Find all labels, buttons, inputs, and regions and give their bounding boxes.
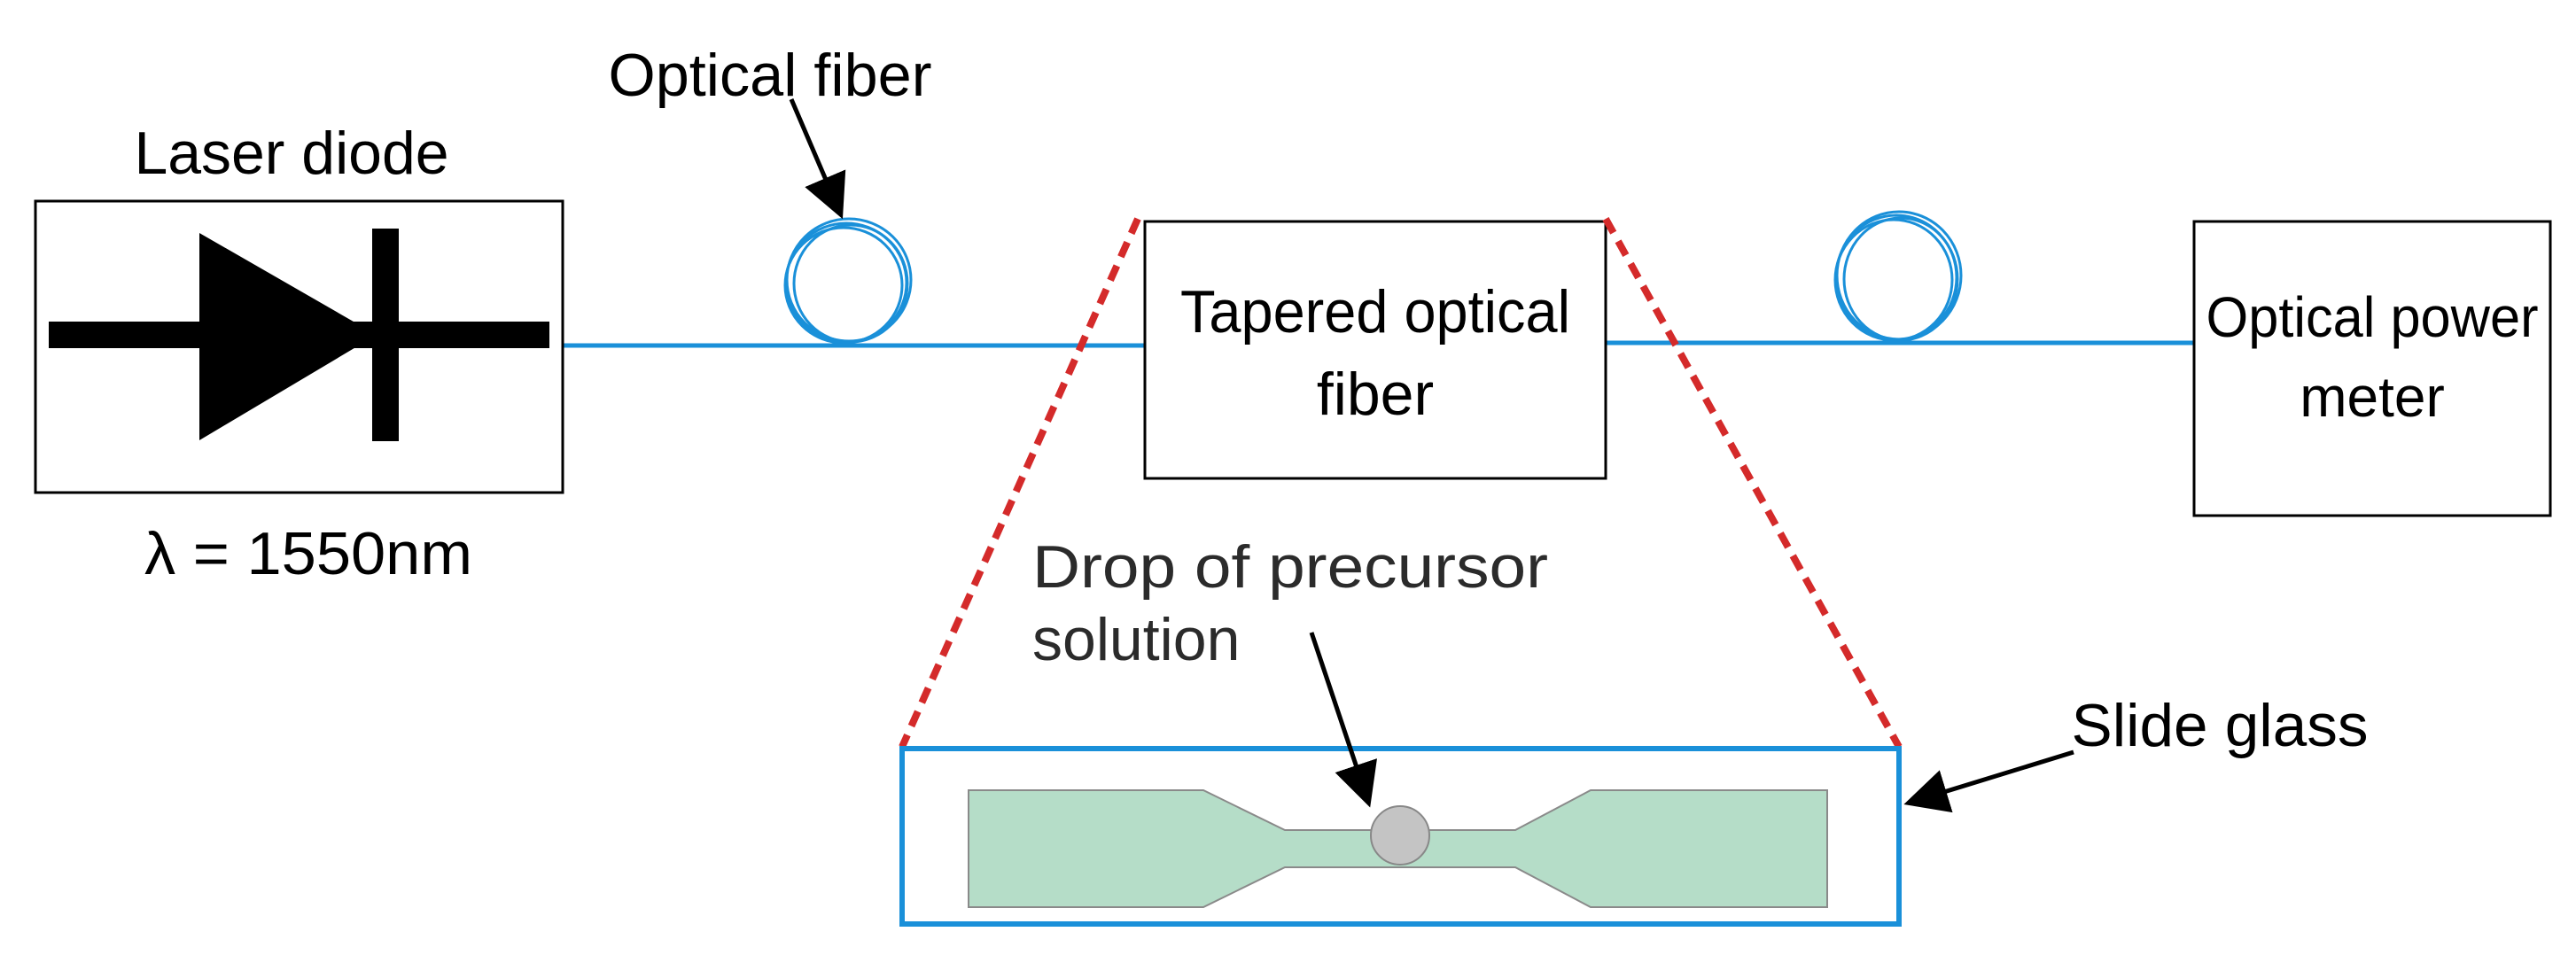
wavelength-label: λ = 1550nm — [144, 520, 472, 587]
drop-label-line1: Drop of precursor — [1032, 533, 1548, 601]
tapered-fiber-label-line2: fiber — [1317, 361, 1434, 428]
tapered-fiber-box — [1143, 220, 1607, 480]
fiber-coil-left — [783, 217, 913, 345]
power-meter-label-line1: Optical power — [2206, 285, 2539, 349]
fiber-coil-right — [1833, 210, 1963, 342]
power-meter-box — [2192, 220, 2552, 517]
power-meter-label-line2: meter — [2300, 365, 2445, 429]
laser-diode-label: Laser diode — [135, 120, 449, 187]
zoom-line-left — [899, 217, 1141, 749]
optical-fiber-arrow — [789, 98, 846, 220]
precursor-drop — [1370, 805, 1430, 866]
optical-fiber-label: Optical fiber — [609, 42, 932, 109]
slide-glass-label: Slide glass — [2072, 692, 2369, 759]
drop-label-line2: solution — [1032, 606, 1240, 673]
tapered-fiber-label-line1: Tapered optical — [1180, 278, 1570, 346]
zoom-line-right — [1602, 217, 1903, 749]
drop-arrow — [1309, 632, 1377, 808]
slide-glass-arrow — [1903, 749, 2074, 813]
diode-symbol-icon — [49, 229, 549, 441]
